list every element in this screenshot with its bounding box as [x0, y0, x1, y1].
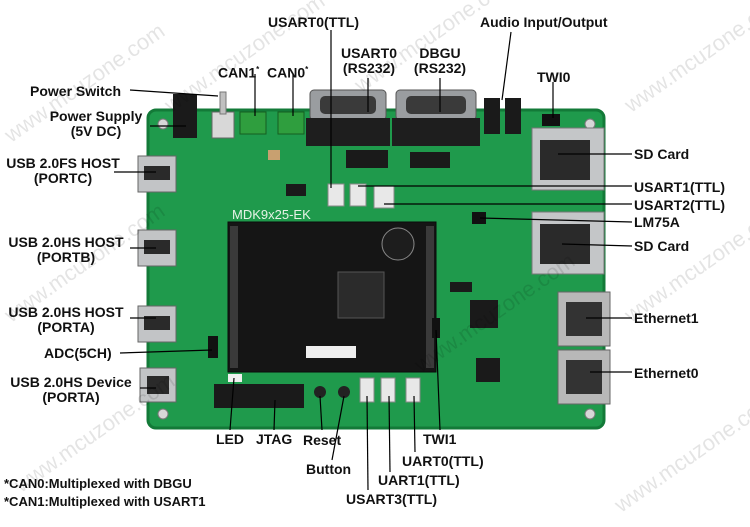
power-switch-body: [211, 111, 235, 139]
leader-sd-card-2: [561, 243, 633, 247]
db9-usart0-face: [320, 96, 376, 114]
label-ethernet1: Ethernet1: [634, 310, 699, 326]
adc-header: [208, 336, 218, 358]
lm75a-chip: [472, 212, 486, 224]
power-jack: [173, 94, 197, 138]
uart1-ttl-header: [380, 377, 396, 403]
label-power-supply: Power Supply (5V DC): [49, 108, 143, 139]
leader-reset: [319, 395, 323, 431]
label-uart0-ttl: UART0(TTL): [402, 453, 484, 469]
user-button: [338, 386, 350, 398]
footnote-can0: *CAN0:Multiplexed with DBGU: [4, 476, 192, 491]
reset-switch: [314, 386, 326, 398]
ethernet1-port: [566, 302, 602, 336]
label-audio-io: Audio Input/Output: [480, 14, 608, 30]
db9-usart0-base: [306, 118, 390, 146]
cpu-chip: [337, 271, 385, 319]
label-sd-card-2: SD Card: [634, 238, 690, 254]
power-switch-lever: [219, 91, 227, 115]
label-usart0-rs232: USART0 (RS232): [340, 45, 397, 76]
label-usart2-ttl: USART2(TTL): [634, 197, 725, 213]
usb-hs-host-portb-slot: [144, 240, 170, 254]
leader-usart3-ttl: [366, 395, 369, 491]
audio-jack-1: [484, 98, 500, 134]
mount-hole: [157, 118, 169, 130]
leader-led: [229, 377, 235, 431]
label-can0: CAN0*: [267, 64, 309, 81]
smd-component: [476, 358, 500, 382]
mount-hole: [584, 408, 596, 420]
uart0-ttl-header: [405, 377, 421, 403]
twi1-header: [432, 318, 440, 338]
board-silkscreen: MDK9x25-EK: [232, 207, 311, 222]
label-twi1: TWI1: [423, 431, 457, 447]
label-usb-hs-host-porta: USB 2.0HS HOST (PORTA): [8, 304, 124, 335]
leader-lm75a: [479, 217, 633, 223]
sd-card-slot-1-inner: [540, 140, 590, 180]
leader-uart1-ttl: [388, 395, 391, 473]
leader-jtag: [273, 399, 276, 431]
usb-fs-host-portc-slot: [144, 166, 170, 180]
audio-jack-2: [505, 98, 521, 134]
leader-twi1: [435, 329, 441, 431]
label-dbgu-rs232: DBGU (RS232): [413, 45, 467, 76]
label-usart0-ttl: USART0(TTL): [268, 14, 359, 30]
label-lm75a: LM75A: [634, 214, 680, 230]
label-power-switch: Power Switch: [30, 83, 122, 99]
label-usart1-ttl: USART1(TTL): [634, 179, 725, 195]
led-array: [228, 374, 242, 382]
db9-dbgu-base: [392, 118, 480, 146]
mount-hole: [157, 408, 169, 420]
label-twi0: TWI0: [537, 69, 571, 85]
can0-terminal: [277, 111, 305, 135]
db9-dbgu-face: [406, 96, 466, 114]
ethernet0-port: [566, 360, 602, 394]
smd-component: [410, 152, 450, 168]
twi0-header: [542, 114, 560, 126]
leader-uart0-ttl: [413, 395, 416, 453]
usart0-ttl-header: [327, 183, 345, 207]
label-usb-fs-host: USB 2.0FS HOST (PORTC): [6, 155, 120, 186]
label-usb-hs-device: USB 2.0HS Device (PORTA): [10, 374, 132, 405]
cpu-module-header-right: [426, 226, 434, 368]
label-usb-hs-host-portb: USB 2.0HS HOST (PORTB): [8, 234, 124, 265]
usb-hs-host-porta-slot: [144, 316, 170, 330]
label-can1: CAN1*: [218, 64, 260, 81]
usart1-ttl-header: [349, 183, 367, 207]
label-usart3-ttl: USART3(TTL): [346, 491, 437, 507]
label-ethernet0: Ethernet0: [634, 365, 699, 381]
label-led: LED: [216, 431, 244, 447]
leader-audio: [501, 31, 512, 101]
usb-hs-device-porta-slot: [147, 376, 169, 394]
leader-lines: [114, 30, 633, 491]
cpu-module-label: [306, 346, 356, 358]
leader-button: [331, 395, 345, 461]
leader-adc: [119, 349, 213, 354]
usart2-ttl-header: [373, 185, 395, 209]
smd-component: [470, 300, 498, 328]
can1-terminal: [239, 111, 267, 135]
smd-component: [268, 150, 280, 160]
cpu-buzzer: [381, 227, 415, 261]
leader-power-switch: [129, 89, 219, 97]
smd-component: [346, 150, 388, 168]
smd-component: [450, 282, 472, 292]
label-button: Button: [306, 461, 352, 477]
label-sd-card-1: SD Card: [634, 146, 690, 162]
label-uart1-ttl: UART1(TTL): [378, 472, 460, 488]
footnote-can1: *CAN1:Multiplexed with USART1: [4, 494, 206, 509]
jtag-header: [214, 384, 304, 408]
cpu-module-header-left: [230, 226, 238, 368]
label-reset: Reset: [303, 432, 342, 448]
label-adc: ADC(5CH): [44, 345, 112, 361]
smd-component: [286, 184, 306, 196]
label-jtag: JTAG: [256, 431, 293, 447]
